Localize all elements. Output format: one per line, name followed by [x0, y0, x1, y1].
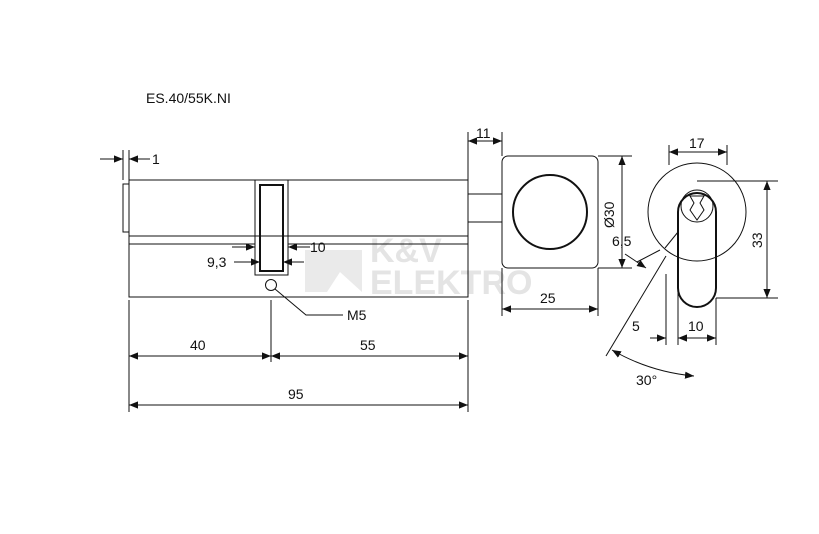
dim-profile-offset: 6,5	[612, 233, 632, 249]
cam	[259, 184, 284, 272]
dim-shaft-length: 11	[476, 125, 491, 141]
dim-slot-width: 9,3	[207, 254, 227, 270]
dim-profile-small: 5	[632, 318, 640, 334]
dim-rotation-angle: 30°	[636, 372, 657, 388]
dim-profile-width-top: 17	[689, 135, 705, 151]
dim-total-length: 95	[288, 386, 304, 402]
lower-body	[128, 236, 469, 298]
upper-body	[128, 179, 469, 237]
dim-knob-depth: 25	[540, 290, 556, 306]
keyway-circle	[680, 189, 714, 223]
profile-outline	[677, 192, 717, 308]
dimension-lines: 1 9,3 10 M5 40 55 95 11	[100, 125, 778, 412]
knob-recess	[512, 174, 588, 250]
watermark-line2: ELEKTRO	[370, 264, 532, 302]
dim-screw: M5	[347, 307, 367, 323]
knob-body	[501, 155, 599, 269]
dim-profile-height: 33	[749, 232, 765, 248]
knob-shaft	[467, 193, 503, 223]
watermark-emblem	[305, 250, 362, 292]
cam-nub	[122, 183, 130, 233]
cylinder-side-view	[122, 179, 503, 298]
dim-cam-width: 10	[310, 239, 326, 255]
dim-right-length: 55	[360, 337, 376, 353]
screw-hole	[265, 279, 277, 291]
watermark-line1: K&V	[370, 232, 442, 270]
keyway-icon	[689, 195, 705, 221]
product-code: ES.40/55K.NI	[146, 90, 231, 106]
cylinder-front-view	[647, 162, 747, 308]
dim-knob-diameter: Ø30	[601, 201, 617, 228]
dim-profile-width-bottom: 10	[688, 318, 704, 334]
knob-outline	[647, 162, 747, 262]
knob-side-view	[501, 155, 599, 269]
dim-cam-offset: 1	[152, 151, 160, 167]
watermark-logo: K&V ELEKTRO	[305, 232, 532, 302]
dim-left-length: 40	[190, 337, 206, 353]
